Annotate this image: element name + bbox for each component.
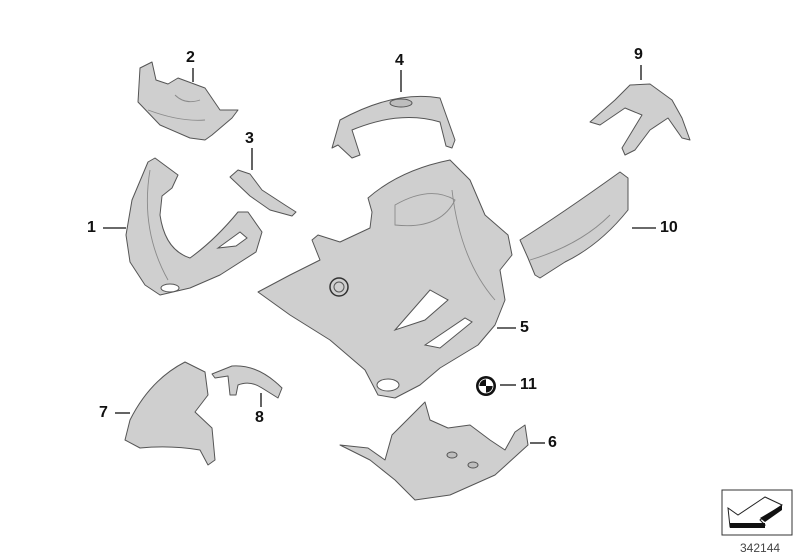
callout-10[interactable]: 10: [660, 219, 678, 236]
part-5[interactable]: [257, 159, 513, 399]
part-6[interactable]: [339, 401, 529, 501]
callout-2[interactable]: 2: [186, 49, 195, 66]
callout-5[interactable]: 5: [520, 319, 529, 336]
part-3[interactable]: [229, 169, 297, 217]
reference-number: 342144: [740, 541, 781, 555]
part-10[interactable]: [519, 171, 629, 279]
part-7[interactable]: [124, 361, 216, 466]
callout-4[interactable]: 4: [395, 52, 404, 69]
part-11-emblem[interactable]: [476, 376, 496, 396]
part-8[interactable]: [211, 365, 283, 399]
callout-8[interactable]: 8: [255, 409, 264, 426]
callout-7[interactable]: 7: [99, 404, 108, 421]
callout-6[interactable]: 6: [548, 434, 557, 451]
callout-11[interactable]: 11: [520, 376, 537, 393]
callout-9[interactable]: 9: [634, 46, 643, 63]
callout-1[interactable]: 1: [87, 219, 96, 236]
leader-lines: [103, 65, 656, 444]
part-1[interactable]: [125, 157, 263, 296]
part-9[interactable]: [589, 83, 691, 156]
callout-3[interactable]: 3: [245, 130, 254, 147]
arrow-down-left-icon[interactable]: [721, 489, 793, 536]
part-4[interactable]: [331, 95, 456, 159]
part-2[interactable]: [137, 61, 239, 141]
